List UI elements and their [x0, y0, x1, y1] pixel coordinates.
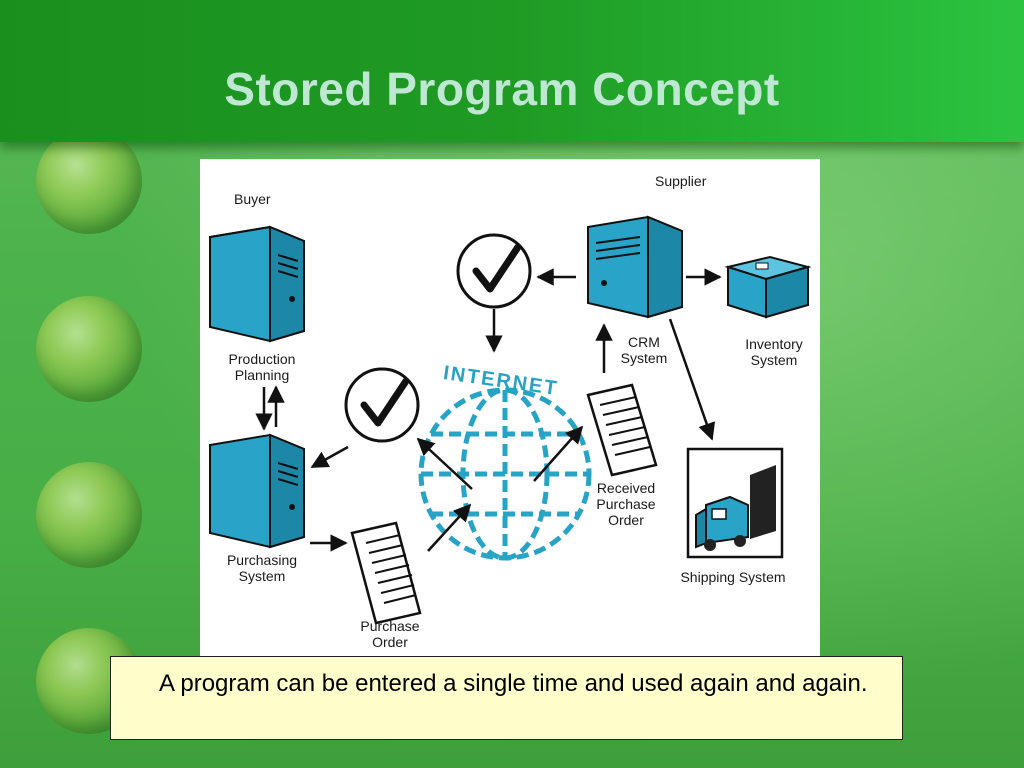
decorative-globe-icon [36, 462, 142, 568]
production-planning-server-icon [209, 225, 305, 343]
supplier-label: Supplier [655, 173, 707, 189]
purchasing-server-icon [209, 433, 305, 549]
received-purchase-order-document-icon [586, 383, 658, 477]
title-bar: Stored Program Concept [0, 0, 1024, 142]
shipping-truck-icon [686, 447, 784, 559]
decorative-globe-icon [36, 296, 142, 402]
received-purchase-order-label: Order [608, 512, 644, 528]
received-purchase-order-label: Purchase [596, 496, 655, 512]
slide-title: Stored Program Concept [224, 63, 780, 115]
checkmark-icon [456, 233, 532, 309]
received-purchase-order-label: Received [597, 480, 655, 496]
decorative-globe-icon [36, 128, 142, 234]
buyer-label: Buyer [234, 191, 271, 207]
internet-globe-icon [418, 387, 592, 561]
crm-system-label: CRM [628, 334, 660, 350]
checkmark-icon [344, 367, 420, 443]
purchase-order-label: Order [372, 634, 408, 650]
inventory-system-label: Inventory [745, 336, 803, 352]
b2b-diagram: Buyer Supplier Production Planning Purch… [209, 173, 812, 650]
purchasing-system-label: System [239, 568, 286, 584]
diagram-panel: Buyer Supplier Production Planning Purch… [200, 159, 820, 659]
purchase-order-label: Purchase [360, 618, 419, 634]
caption-text: A program can be entered a single time a… [159, 670, 868, 697]
purchasing-system-label: Purchasing [227, 552, 297, 568]
crm-system-label: System [621, 350, 668, 366]
inventory-system-label: System [751, 352, 798, 368]
internet-label: INTERNET [442, 362, 560, 400]
shipping-system-label: Shipping System [680, 569, 785, 585]
caption-box: A program can be entered a single time a… [110, 656, 903, 740]
crm-server-icon [587, 215, 683, 319]
flow-arrows [255, 268, 722, 552]
production-planning-label: Planning [235, 367, 290, 383]
inventory-box-icon [724, 255, 812, 319]
purchase-order-document-icon [350, 521, 422, 625]
production-planning-label: Production [229, 351, 296, 367]
